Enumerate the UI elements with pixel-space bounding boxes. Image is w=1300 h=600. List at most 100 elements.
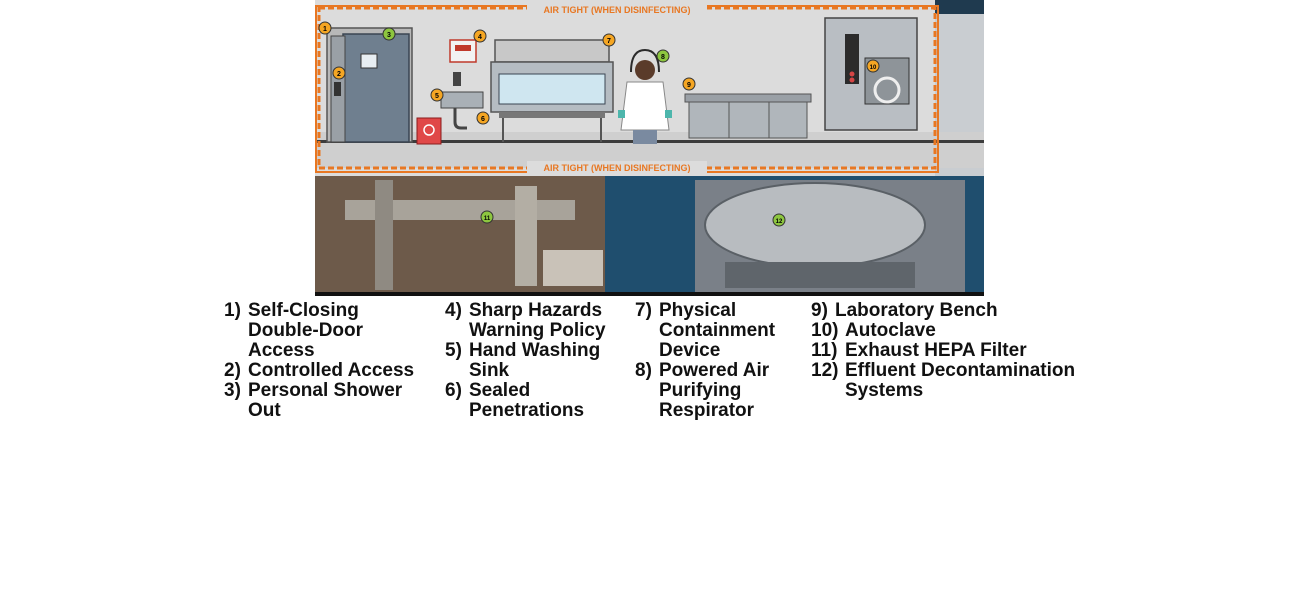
banner-bottom-bg [527,161,707,173]
legend-text: Systems [845,380,924,401]
hepa-stack [543,250,603,286]
legend-item: 10)Autoclave [811,321,1075,341]
marker-9: 9 [682,77,696,91]
legend-number: 12) [811,360,839,381]
marker-11: 11 [480,210,494,224]
marker-6: 6 [476,111,490,125]
legend-number: 1) [224,300,241,321]
legend-text: Laboratory Bench [835,300,998,321]
person-gloves-left [618,110,625,118]
svg-text:10: 10 [870,65,877,71]
svg-text:8: 8 [661,54,665,61]
sink-pipe [453,108,467,130]
legend-text: Out [248,400,281,421]
effluent-tank [704,182,926,268]
papr-hood [630,48,660,73]
door-window [360,53,378,69]
svg-text:12: 12 [776,219,783,225]
svg-text:7: 7 [607,38,611,45]
marker-4: 4 [473,29,487,43]
legend-text: Controlled Access [248,360,415,381]
marker-2: 2 [332,66,346,80]
biosafety-cabinet-top [494,39,610,63]
svg-text:11: 11 [484,216,491,222]
legend-text: Effluent Decontamination [845,360,1076,381]
lab-bench-cabinet [688,101,808,139]
svg-text:4: 4 [478,34,482,41]
legend-item: 9) Laboratory Bench [811,301,1075,321]
person-body [620,81,670,131]
hepa-pipe-2 [375,180,393,290]
autoclave-light-1 [849,71,855,77]
sink-dispenser [453,72,461,86]
marker-12: 12 [772,213,786,227]
legend-text: Sealed [469,380,531,401]
shower-cabin [342,33,410,143]
sink-basin [440,91,484,109]
autoclave-light-2 [849,77,855,83]
banner-top-bg [527,3,707,15]
legend-item: 2) Controlled Access [224,361,414,381]
marker-3: 3 [382,27,396,41]
effluent-base [725,262,915,288]
legend-text: Access [248,340,315,361]
legend-text: Sink [469,360,510,381]
legend-text: Double-Door [248,320,364,341]
sign-red-block [455,45,471,51]
legend-number: 5) [445,340,462,361]
legend-text: Self-Closing [248,300,359,321]
legend-text: Hand Washing [469,340,601,361]
hepa-pipe-3 [515,186,537,286]
svg-text:5: 5 [435,93,439,100]
biosafety-cabinet-base [499,112,605,118]
marker-7: 7 [602,33,616,47]
legend-text: Warning Policy [469,320,606,341]
banner-bottom: AIR TIGHT (WHEN DISINFECTING) [544,163,691,173]
autoclave-wheel [873,76,901,104]
legend-number: 7) [635,300,652,321]
legend-number: 11) [811,340,838,361]
legend-item: 11)Exhaust HEPA Filter [811,341,1075,361]
legend-text: Sharp Hazards [469,300,603,321]
legend-number: 3) [224,380,241,401]
bottom-dark-edge [315,292,984,296]
marker-1: 1 [318,21,332,35]
legend-text: Penetrations [469,400,585,421]
legend-text: Device [659,340,721,361]
legend-text: Personal Shower [248,380,403,401]
person-legs [633,130,657,144]
top-dark-edge [935,0,984,14]
legend-number: 6) [445,380,462,401]
svg-text:9: 9 [687,82,691,89]
marker-10: 10 [866,59,880,73]
lab-bench-top [684,93,812,103]
person-gloves-right [665,110,672,118]
biohazard-bin [416,117,442,145]
marker-8: 8 [656,49,670,63]
legend-text: Containment [659,320,776,341]
legend-number: 10) [811,320,839,341]
biosafety-cabinet-glass [498,73,606,105]
legend-number: 9) [811,300,828,321]
lab-diagram: AIR TIGHT (WHEN DISINFECTING) AIR TIGHT … [315,0,984,296]
legend-text: Physical [659,300,737,321]
legend-number: 4) [445,300,462,321]
legend-number: 2) [224,360,241,381]
legend-text: Purifying [659,380,742,401]
access-panel [334,82,341,96]
legend-text: Powered Air [659,360,770,381]
svg-text:1: 1 [323,26,327,33]
biohazard-icon [423,124,435,136]
person-head [635,60,655,80]
